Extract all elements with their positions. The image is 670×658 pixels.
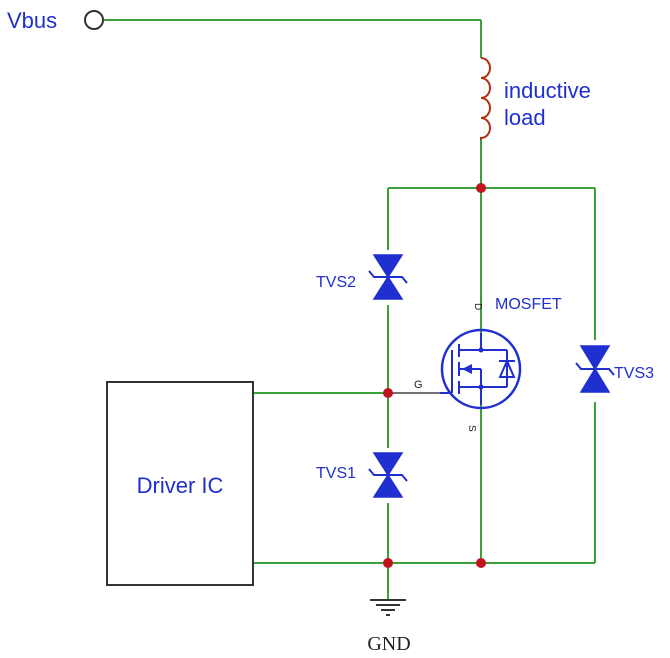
gate-label: G (414, 379, 423, 391)
vbus-terminal (84, 10, 104, 30)
mosfet-body-diode (498, 358, 516, 378)
junctions (383, 183, 486, 568)
junction-top-drain (476, 183, 486, 193)
tvs2-diode (368, 254, 408, 300)
tvs1-diode (368, 452, 408, 498)
driver-ic-label: Driver IC (137, 473, 224, 498)
mosfet-channel-arrow (462, 364, 472, 374)
drain-label: D (472, 303, 483, 310)
junction-bottom-source (476, 558, 486, 568)
tvs2-label: TVS2 (316, 274, 356, 291)
junction-bottom-left (383, 558, 393, 568)
driver-ic-box (106, 381, 254, 586)
inductor-coil (480, 57, 491, 140)
tvs3-diode (575, 345, 615, 393)
junction-gate (383, 388, 393, 398)
tvs1-label: TVS1 (316, 465, 356, 482)
ground-symbol (370, 599, 406, 616)
mosfet-body (440, 328, 522, 410)
tvs3-label: TVS3 (614, 365, 654, 382)
inductor-label: inductive load (504, 78, 597, 130)
mosfet-drain-dot (478, 347, 484, 353)
source-label: S (466, 425, 477, 432)
mosfet-source-dot (478, 384, 484, 390)
inductor-label-line2: load (504, 105, 546, 130)
mosfet-label: MOSFET (495, 296, 562, 313)
gnd-label: GND (367, 633, 410, 655)
wires (104, 19, 596, 600)
inductor-label-line1: inductive (504, 78, 591, 103)
mosfet-symbol (440, 328, 522, 410)
vbus-label: Vbus (7, 8, 57, 33)
